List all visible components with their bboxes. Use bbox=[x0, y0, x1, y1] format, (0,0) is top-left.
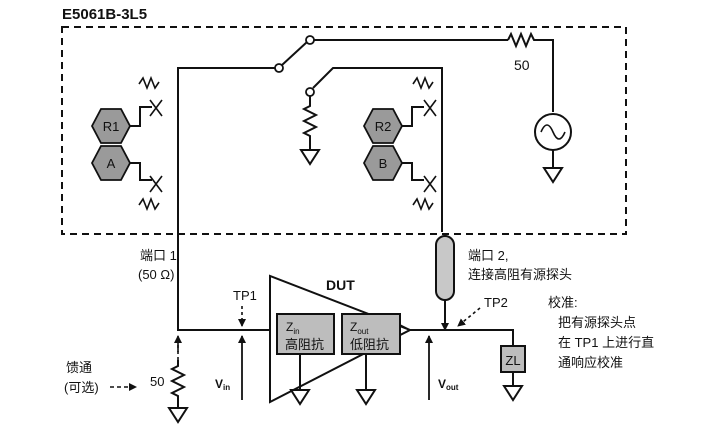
coupler-icon bbox=[423, 175, 437, 193]
tp2-label: TP2 bbox=[484, 295, 508, 310]
tp1-label: TP1 bbox=[233, 288, 257, 303]
ground-icon bbox=[355, 389, 377, 406]
receiver-a: A bbox=[90, 145, 152, 181]
vout-label: Vout bbox=[438, 377, 459, 392]
port1-label: 端口 1 bbox=[140, 248, 177, 263]
switch-contact-left bbox=[274, 63, 284, 73]
coupler-icon bbox=[149, 99, 163, 117]
instrument-boundary bbox=[61, 26, 627, 235]
receiver-b: B bbox=[362, 145, 424, 181]
b-wire bbox=[402, 162, 424, 181]
calibration-line1: 把有源探头点 bbox=[558, 315, 636, 330]
coupler-resistor-icon bbox=[412, 196, 434, 212]
termination-resistor bbox=[301, 96, 319, 150]
zin-symbol: Zin bbox=[286, 320, 300, 336]
port2-label: 端口 2, bbox=[468, 248, 508, 263]
source-resistor bbox=[507, 31, 554, 112]
calibration-line3: 通响应校准 bbox=[558, 355, 623, 370]
ground-icon bbox=[502, 385, 524, 402]
instrument-model-title: E5061B-3L5 bbox=[62, 6, 147, 23]
active-probe bbox=[435, 235, 455, 301]
port1-impedance: (50 Ω) bbox=[138, 267, 174, 282]
b-label: B bbox=[379, 156, 388, 171]
r1-wire bbox=[130, 106, 152, 127]
feedthrough-resistor bbox=[169, 360, 187, 408]
ground-icon bbox=[167, 407, 189, 424]
zin-description: 高阻抗 bbox=[285, 337, 324, 352]
coupler-resistor-icon bbox=[138, 75, 160, 91]
sine-wave-icon bbox=[540, 124, 566, 140]
a-wire bbox=[130, 162, 152, 181]
calibration-title: 校准: bbox=[548, 295, 578, 310]
port2-description: 连接高阻有源探头 bbox=[468, 267, 572, 282]
zl-label: ZL bbox=[505, 353, 520, 368]
tp2-arrow bbox=[457, 307, 481, 327]
coupler-icon bbox=[423, 99, 437, 117]
feedthrough-res-label: 50 bbox=[150, 374, 164, 389]
receiver-r1: R1 bbox=[90, 106, 152, 144]
ground-icon bbox=[542, 167, 564, 184]
port2-wire bbox=[312, 67, 443, 232]
r1-label: R1 bbox=[103, 119, 120, 134]
switch-contact-term bbox=[305, 87, 315, 97]
dut-label: DUT bbox=[326, 277, 355, 293]
a-label: A bbox=[107, 156, 116, 171]
load-zl bbox=[500, 345, 526, 373]
calibration-line2: 在 TP1 上进行直 bbox=[558, 335, 654, 350]
coupler-icon bbox=[149, 175, 163, 193]
source-resistor-label: 50 bbox=[514, 57, 530, 73]
zout-symbol: Zout bbox=[350, 320, 369, 336]
vin-label: Vin bbox=[215, 377, 230, 392]
coupler-resistor-icon bbox=[138, 196, 160, 212]
port1-wire bbox=[177, 67, 276, 331]
switch-arm bbox=[281, 41, 308, 66]
r2-wire bbox=[402, 106, 424, 127]
zout-block bbox=[341, 313, 401, 355]
ground-icon bbox=[299, 149, 321, 166]
dut-amplifier bbox=[269, 274, 413, 404]
receiver-r2: R2 bbox=[362, 106, 424, 144]
feedthrough-optional: (可选) bbox=[64, 380, 99, 395]
coupler-resistor-icon bbox=[412, 75, 434, 91]
r2-label: R2 bbox=[375, 119, 392, 134]
ground-icon bbox=[289, 389, 311, 406]
zout-description: 低阻抗 bbox=[350, 337, 389, 352]
feedthrough-label: 馈通 bbox=[66, 360, 92, 375]
output-wire bbox=[410, 329, 514, 346]
zin-block bbox=[276, 313, 335, 355]
